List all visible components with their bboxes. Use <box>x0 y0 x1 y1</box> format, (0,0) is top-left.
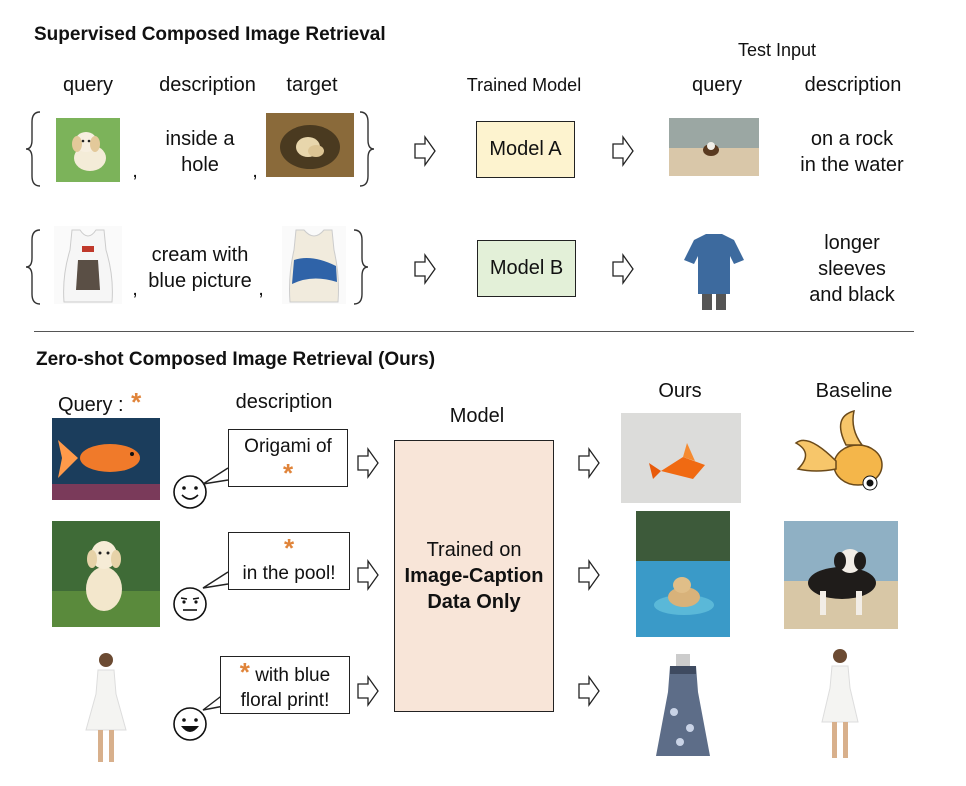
grinning-face-icon <box>173 707 207 741</box>
row1-description-line2: hole <box>181 154 219 176</box>
model-box-line2: Image-Caption <box>404 565 544 587</box>
arrow-icon-zs-in-3 <box>357 674 379 708</box>
bubble3-text-line1-wrap: * with blue <box>221 657 349 688</box>
supervised-title: Supervised Composed Image Retrieval <box>34 24 386 45</box>
row2-description-line1: cream with <box>151 244 249 266</box>
ours-image-floral-dress <box>652 652 714 766</box>
description-label: description <box>235 391 333 413</box>
model-a-box: Model A <box>476 121 575 178</box>
col-description-label: description <box>159 74 256 96</box>
row1-test-description: on a rock in the water <box>788 126 916 178</box>
comma-4: , <box>258 278 264 300</box>
arrow-icon-row1-a <box>414 134 436 168</box>
baseline-image-white-dress <box>814 646 866 764</box>
star-icon: * <box>131 387 142 417</box>
arrow-icon-row2-a <box>414 252 436 286</box>
bubble3-text-line1: with blue <box>255 665 331 686</box>
query-image-golden-retriever <box>52 521 160 627</box>
target-image-blue-tank <box>282 226 346 304</box>
comma-2: , <box>252 160 258 182</box>
ours-image-origami-fish <box>621 413 741 503</box>
bubble1-text-line1: Origami of <box>244 436 332 457</box>
bubble2-text-line2: in the pool! <box>242 563 336 584</box>
row2-test-description-line2: sleeves <box>818 258 886 280</box>
arrow-icon-zs-in-1 <box>357 446 379 480</box>
baseline-label: Baseline <box>815 380 893 402</box>
description-bubble-3: * with blue floral print! <box>220 656 350 714</box>
model-box-line1: Trained on <box>426 539 522 561</box>
row2-description-line2: blue picture <box>148 270 252 292</box>
arrow-icon-zs-in-2 <box>357 558 379 592</box>
arrow-icon-row1-b <box>612 134 634 168</box>
left-brace-row2 <box>25 229 41 305</box>
arrow-icon-zs-out-1 <box>578 446 600 480</box>
model-b-box: Model B <box>477 240 576 297</box>
bubble2-star-icon: * <box>283 533 295 563</box>
query-image-white-dress <box>80 650 132 766</box>
arrow-icon-zs-out-2 <box>578 558 600 592</box>
bubble3-tail <box>202 693 225 711</box>
zeroshot-model-box: Trained on Image-Caption Data Only <box>394 440 554 712</box>
comma-1: , <box>132 160 138 182</box>
row1-test-description-line1: on a rock <box>810 128 894 150</box>
right-brace-row2 <box>353 229 369 305</box>
test-query-image-blue-tshirt <box>680 228 748 310</box>
col-query-label: query <box>62 74 114 96</box>
row1-test-description-line2: in the water <box>800 154 904 176</box>
test-query-image-dog-rock <box>669 118 759 176</box>
arrow-icon-row2-b <box>612 252 634 286</box>
query-image-tank-top <box>54 226 122 304</box>
row2-test-description-line3: and black <box>809 284 895 306</box>
bubble2-tail <box>202 571 229 589</box>
test-description-label: description <box>804 74 902 96</box>
trained-model-label: Trained Model <box>466 75 582 95</box>
left-brace-row1 <box>25 111 41 187</box>
test-input-label: Test Input <box>737 40 817 60</box>
row2-test-description: longer sleeves and black <box>800 230 904 308</box>
comma-3: , <box>132 278 138 300</box>
bubble1-star-icon: * <box>282 458 294 488</box>
baseline-image-goldfish-illustration <box>792 403 898 507</box>
smiley-face-icon <box>173 475 207 509</box>
bubble3-star-icon: * <box>239 657 250 687</box>
query-image-goldfish <box>52 418 160 500</box>
row1-description: inside a hole <box>150 126 250 178</box>
query-label-text: Query : <box>58 394 124 416</box>
bubble1-tail <box>202 467 229 485</box>
row1-description-line1: inside a <box>165 128 235 150</box>
ours-image-dog-pool <box>636 511 730 637</box>
neutral-face-icon <box>173 587 207 621</box>
model-label: Model <box>449 405 505 427</box>
bubble3-text-line2: floral print! <box>240 690 330 711</box>
right-brace-row1 <box>359 111 375 187</box>
row2-description: cream with blue picture <box>140 242 260 294</box>
description-bubble-2: * in the pool! <box>228 532 350 590</box>
model-box-line3: Data Only <box>427 591 521 613</box>
section-divider <box>34 331 914 332</box>
arrow-icon-zs-out-3 <box>578 674 600 708</box>
ours-label: Ours <box>658 380 702 402</box>
col-target-label: target <box>286 74 338 96</box>
target-image-dog-hole <box>266 113 354 177</box>
zeroshot-title: Zero-shot Composed Image Retrieval (Ours… <box>36 349 436 370</box>
test-query-label: query <box>691 74 743 96</box>
description-bubble-1: Origami of * <box>228 429 348 487</box>
query-image-puppy <box>56 118 120 182</box>
query-label: Query : * <box>58 387 168 418</box>
baseline-image-dog-beach <box>784 521 898 629</box>
row2-test-description-line1: longer <box>824 232 880 254</box>
